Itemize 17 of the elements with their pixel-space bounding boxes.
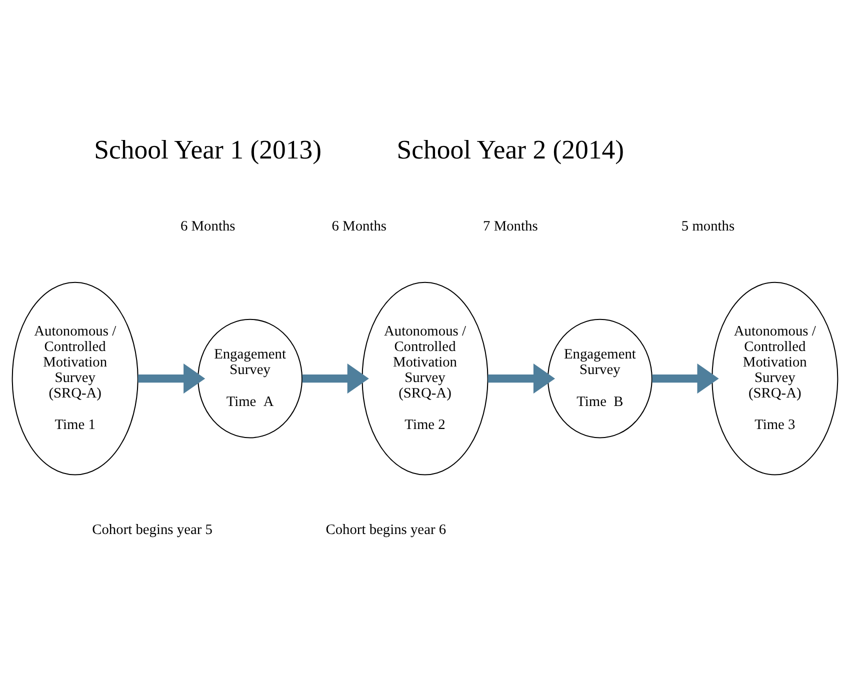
label: Cohort begins year 5 — [92, 522, 212, 538]
node-ellipse: Autonomous / Controlled Motivation Survey (SRQ-A) Time 1 — [12, 282, 138, 476]
label: Cohort begins year 6 — [326, 522, 446, 538]
arrow — [488, 363, 556, 394]
label: 7 Months — [483, 218, 538, 235]
node-ellipse: Engagement Survey Time A — [198, 318, 303, 438]
node-ellipse: Autonomous / Controlled Motivation Survey (SRQ-A) Time 2 — [362, 282, 488, 476]
node-ellipse: Engagement Survey Time B — [547, 318, 652, 438]
label: 5 months — [681, 218, 735, 235]
arrow — [138, 363, 206, 394]
label: 6 Months — [332, 218, 387, 235]
node-ellipse: Autonomous / Controlled Motivation Survey (SRQ-A) Time 3 — [712, 282, 838, 476]
arrow — [302, 363, 369, 394]
label: School Year 2 (2014) — [396, 134, 624, 165]
arrow — [652, 363, 719, 394]
label: 6 Months — [180, 218, 236, 235]
label: School Year 1 (2013) — [94, 134, 322, 165]
